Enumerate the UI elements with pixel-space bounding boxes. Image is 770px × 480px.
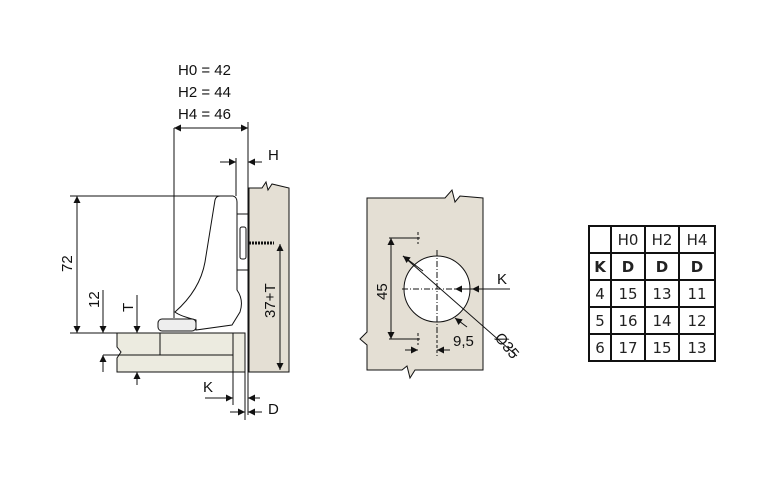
h0-label: H0 = 42 <box>178 62 231 79</box>
table-row: 6 17 15 13 <box>588 333 716 362</box>
h4-label: H4 = 46 <box>178 106 231 123</box>
table-cell: 12 <box>678 306 716 335</box>
hinge-cup <box>174 195 242 331</box>
diameter-35-label: Ø35 <box>491 330 522 363</box>
dim-45-label: 45 <box>374 283 391 300</box>
h-label: H <box>268 147 279 164</box>
table-cell: H4 <box>678 225 716 254</box>
table-cell: 17 <box>610 333 646 362</box>
table-cell: D <box>678 252 716 281</box>
k-offset-label: K <box>497 271 507 288</box>
table-cell: 4 <box>588 279 612 308</box>
table-cell: 15 <box>644 333 680 362</box>
h2-label: H2 = 44 <box>178 84 231 101</box>
table-cell: D <box>610 252 646 281</box>
door-panel <box>248 180 290 373</box>
table-cell: 6 <box>588 333 612 362</box>
table-cell: 15 <box>610 279 646 308</box>
mounting-plate <box>157 318 197 332</box>
dim-9-5-label: 9,5 <box>453 333 474 350</box>
drilling-view <box>359 188 518 380</box>
table-cell: 13 <box>644 279 680 308</box>
table-row: 5 16 14 12 <box>588 306 716 335</box>
t-label: T <box>120 303 137 312</box>
table-cell: D <box>644 252 680 281</box>
table-header-row: H0 H2 H4 <box>588 225 716 254</box>
d-label: D <box>268 401 279 418</box>
dim-72-label: 72 <box>59 255 76 272</box>
table-subheader-row: K D D D <box>588 252 716 281</box>
k-d-table: H0 H2 H4 K D D D 4 15 13 11 5 16 14 12 6… <box>588 225 716 362</box>
table-cell: 11 <box>678 279 716 308</box>
table-cell: K <box>588 252 612 281</box>
table-cell: H2 <box>644 225 680 254</box>
table-cell <box>588 225 612 254</box>
table-cell: H0 <box>610 225 646 254</box>
dim-12-label: 12 <box>86 291 103 308</box>
k-label: K <box>203 379 213 396</box>
table-row: 4 15 13 11 <box>588 279 716 308</box>
side-view-labels: H0 = 42 H2 = 44 H4 = 46 H 72 12 T 37+T K… <box>59 62 279 418</box>
table-cell: 16 <box>610 306 646 335</box>
table-cell: 5 <box>588 306 612 335</box>
table-cell: 14 <box>644 306 680 335</box>
side-view <box>70 122 290 420</box>
cabinet-side <box>116 332 246 373</box>
table-cell: 13 <box>678 333 716 362</box>
dim-37t-label: 37+T <box>262 283 279 318</box>
